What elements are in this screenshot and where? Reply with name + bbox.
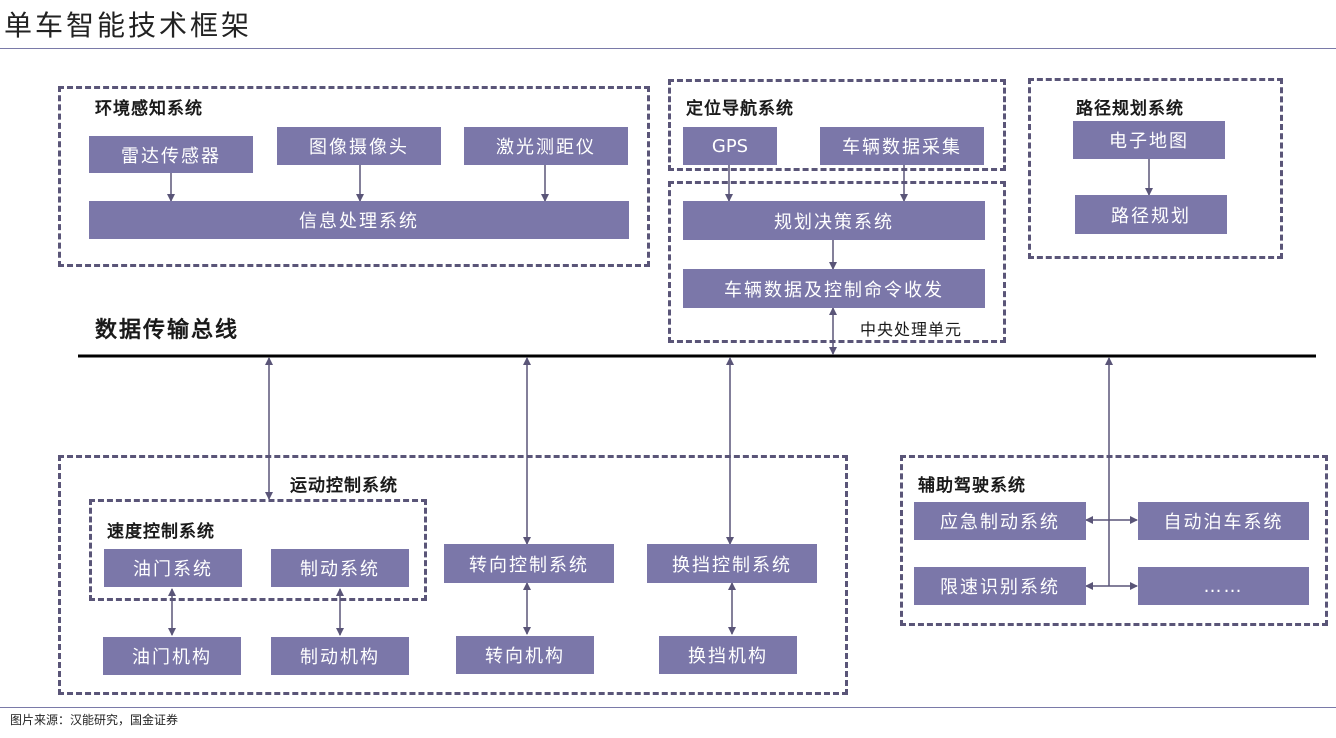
camera-box: 图像摄像头 bbox=[277, 127, 441, 165]
assisted-driving-label: 辅助驾驶系统 bbox=[918, 476, 1026, 496]
page-title: 单车智能技术框架 bbox=[4, 9, 253, 42]
speed-control-group bbox=[89, 499, 427, 601]
auto-parking-box: 自动泊车系统 bbox=[1138, 502, 1309, 540]
steering-control-box: 转向控制系统 bbox=[444, 544, 614, 583]
gear-mechanism-box: 换挡机构 bbox=[659, 636, 797, 674]
source-note: 图片来源：汉能研究，国金证券 bbox=[10, 713, 179, 727]
brake-mechanism-box: 制动机构 bbox=[271, 637, 409, 675]
motion-control-group bbox=[58, 455, 848, 695]
central-processing-group bbox=[668, 181, 1006, 343]
gear-control-box: 换挡控制系统 bbox=[647, 544, 817, 583]
route-planning-label: 路径规划系统 bbox=[1076, 99, 1184, 119]
speed-control-label: 速度控制系统 bbox=[107, 522, 215, 542]
central-processing-label: 中央处理单元 bbox=[860, 320, 963, 339]
speed-limit-recognition-box: 限速识别系统 bbox=[914, 567, 1086, 605]
vehicle-data-box: 车辆数据采集 bbox=[820, 127, 984, 165]
title-rule bbox=[0, 48, 1336, 49]
throttle-mechanism-box: 油门机构 bbox=[103, 637, 241, 675]
perception-label: 环境感知系统 bbox=[95, 99, 203, 119]
e-map-box: 电子地图 bbox=[1073, 121, 1225, 159]
data-bus-label: 数据传输总线 bbox=[95, 318, 240, 343]
gps-box: GPS bbox=[683, 127, 777, 165]
planning-decision-box: 规划决策系统 bbox=[683, 201, 985, 240]
motion-control-label: 运动控制系统 bbox=[290, 476, 398, 496]
assisted-driving-group bbox=[900, 455, 1328, 626]
route-plan-box: 路径规划 bbox=[1075, 195, 1227, 234]
info-processing-box: 信息处理系统 bbox=[89, 201, 629, 239]
steering-mechanism-box: 转向机构 bbox=[456, 636, 594, 674]
command-transceiver-box: 车辆数据及控制命令收发 bbox=[683, 269, 985, 308]
more-systems-box: …… bbox=[1138, 567, 1309, 605]
positioning-group bbox=[668, 79, 1006, 171]
emergency-brake-box: 应急制动系统 bbox=[914, 502, 1086, 540]
brake-system-box: 制动系统 bbox=[271, 549, 409, 587]
perception-group bbox=[58, 86, 650, 267]
footer-rule bbox=[0, 707, 1336, 708]
radar-sensor-box: 雷达传感器 bbox=[89, 136, 253, 173]
throttle-system-box: 油门系统 bbox=[104, 549, 242, 587]
positioning-label: 定位导航系统 bbox=[686, 99, 794, 119]
lidar-box: 激光测距仪 bbox=[464, 127, 628, 165]
route-planning-group bbox=[1028, 78, 1283, 259]
